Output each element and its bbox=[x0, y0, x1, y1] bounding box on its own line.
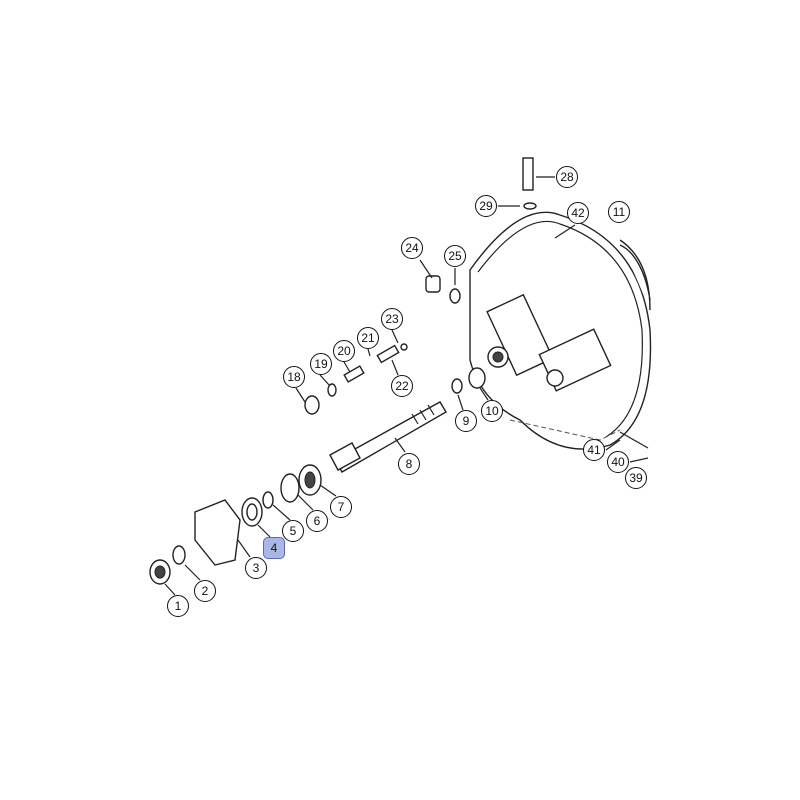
housing-plate bbox=[469, 211, 652, 450]
callout-11[interactable]: 11 bbox=[608, 201, 630, 223]
callout-7[interactable]: 7 bbox=[330, 496, 352, 518]
callout-6[interactable]: 6 bbox=[306, 510, 328, 532]
callout-24[interactable]: 24 bbox=[401, 237, 423, 259]
callout-39[interactable]: 39 bbox=[625, 467, 647, 489]
callout-42[interactable]: 42 bbox=[567, 202, 589, 224]
callout-5[interactable]: 5 bbox=[282, 520, 304, 542]
callout-28[interactable]: 28 bbox=[556, 166, 578, 188]
callout-3[interactable]: 3 bbox=[245, 557, 267, 579]
callout-8[interactable]: 8 bbox=[398, 453, 420, 475]
callout-41[interactable]: 41 bbox=[583, 439, 605, 461]
callout-9[interactable]: 9 bbox=[455, 410, 477, 432]
small-parts bbox=[149, 157, 651, 585]
callout-4-selected[interactable]: 4 bbox=[263, 537, 285, 559]
leader-lines bbox=[164, 176, 649, 596]
callout-23[interactable]: 23 bbox=[381, 308, 403, 330]
output-shaft bbox=[329, 401, 447, 473]
callout-22[interactable]: 22 bbox=[391, 375, 413, 397]
callout-19[interactable]: 19 bbox=[310, 353, 332, 375]
callout-10[interactable]: 10 bbox=[481, 400, 503, 422]
callout-2[interactable]: 2 bbox=[194, 580, 216, 602]
callout-18[interactable]: 18 bbox=[283, 366, 305, 388]
callout-29[interactable]: 29 bbox=[475, 195, 497, 217]
callout-25[interactable]: 25 bbox=[444, 245, 466, 267]
callout-40[interactable]: 40 bbox=[607, 451, 629, 473]
callout-21[interactable]: 21 bbox=[357, 327, 379, 349]
callout-20[interactable]: 20 bbox=[333, 340, 355, 362]
callout-1[interactable]: 1 bbox=[167, 595, 189, 617]
